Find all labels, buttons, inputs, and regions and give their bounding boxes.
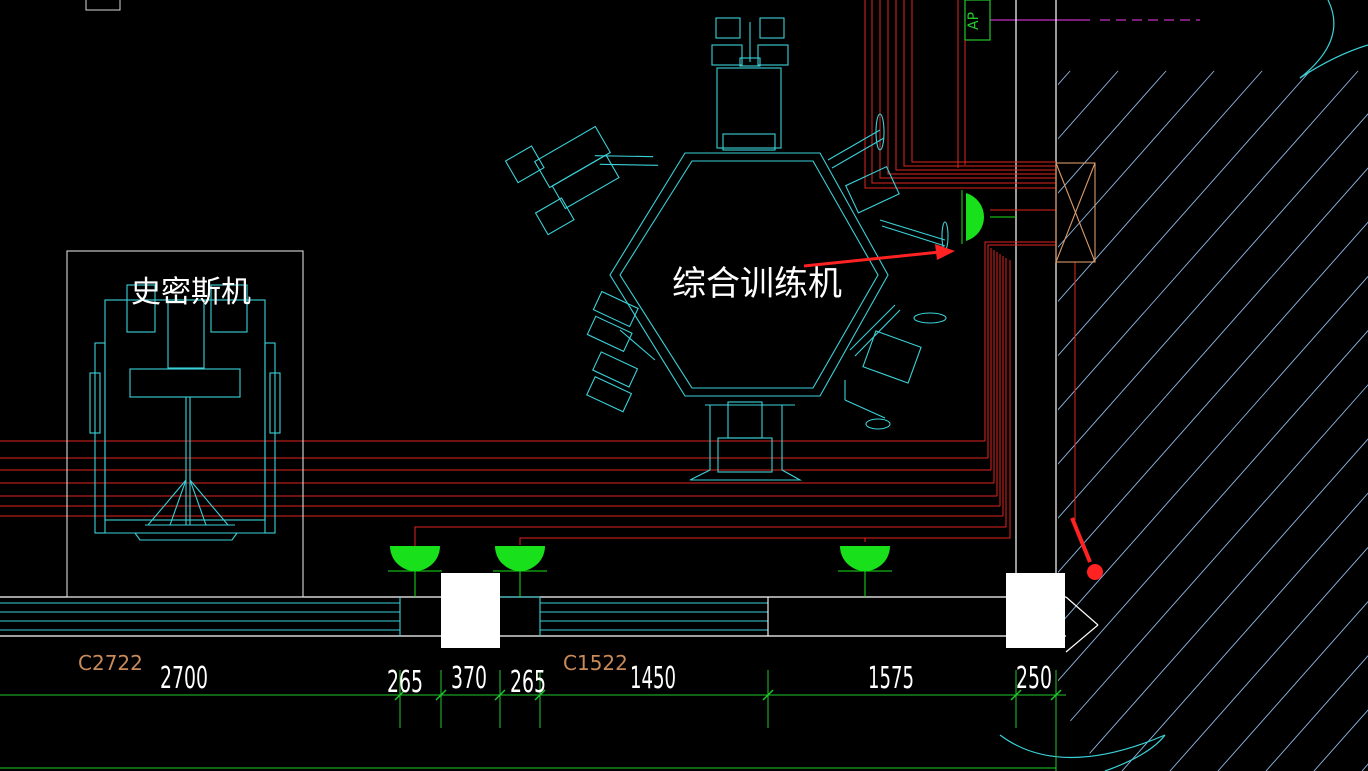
hatch-line (1058, 70, 1359, 771)
hatch-line (1073, 70, 1368, 771)
walls (0, 0, 1099, 653)
hatch-line (1058, 70, 1311, 771)
columns (441, 573, 1065, 648)
dimension-value: 370 (451, 661, 487, 696)
column-right (1006, 573, 1065, 648)
hatch-line (1058, 70, 1368, 771)
combined-trainer-label: 综合训练机 (672, 264, 842, 304)
window-tag-c2722: C2722 (78, 651, 143, 675)
ap-label: AP (966, 12, 982, 30)
hatch-line (1265, 70, 1368, 771)
dimension-values: 2700 265 370 265 1450 1575 250 (160, 661, 1052, 700)
dimension-value: 265 (510, 665, 546, 700)
window-tag-c1522: C1522 (563, 651, 628, 675)
hatch-line (402, 71, 1022, 771)
light-fixture (493, 546, 547, 597)
hatch-line (1058, 70, 1368, 771)
door-swing-arc (999, 0, 1368, 771)
light-fixture (388, 546, 442, 597)
hatch-line (1058, 70, 1167, 771)
hatch-line (1313, 70, 1368, 771)
combined-trainer (504, 17, 949, 481)
ap-panel: AP (964, 0, 991, 41)
hatch-line (1058, 70, 1368, 771)
hatch-line (1058, 70, 1263, 771)
dimension-value: 265 (387, 665, 423, 700)
hatch-line (1217, 70, 1368, 771)
dimension-value: 2700 (160, 661, 208, 696)
annotation-arrow (803, 244, 955, 268)
hatch-line (1169, 70, 1368, 771)
column-left (441, 573, 500, 648)
hatch-line (1361, 70, 1368, 771)
hatch-line (1058, 70, 1368, 771)
wall-light-fixture (961, 190, 1016, 244)
hatch-line (1058, 70, 1215, 771)
dimension-value: 1450 (630, 661, 676, 696)
smith-machine (66, 250, 304, 598)
window-glazing (0, 596, 769, 636)
hatch-line (1058, 70, 1368, 771)
light-fixtures (388, 190, 1016, 597)
dimension-value: 250 (1016, 661, 1052, 696)
distribution-box (1055, 162, 1096, 263)
smith-machine-label: 史密斯机 (131, 275, 251, 310)
annotation-marker (1070, 517, 1103, 580)
hatch-line (1121, 70, 1368, 771)
dimension-value: 1575 (868, 661, 914, 696)
light-fixture (838, 546, 892, 597)
wiring (0, 0, 1076, 570)
hatch-area (402, 70, 1368, 771)
viewport-frame (85, 0, 121, 11)
hatch-line (1058, 70, 1368, 771)
dimension-line (0, 670, 1066, 771)
